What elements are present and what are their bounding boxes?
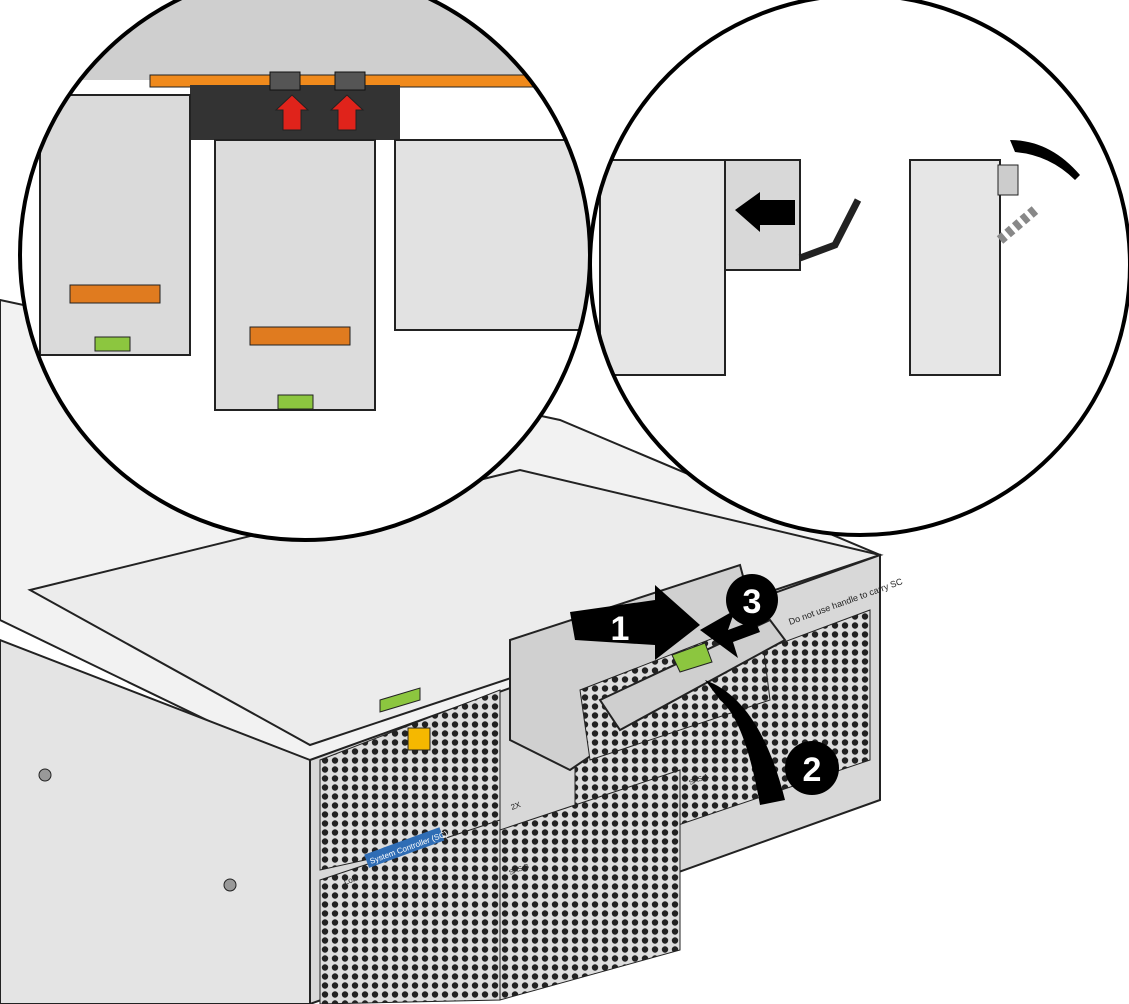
arrow-step-3	[700, 610, 760, 658]
detail-view-connectors	[18, 0, 592, 542]
sc-handle[interactable]	[598, 618, 787, 732]
connector-left	[69, 284, 161, 304]
push-arrow-icon	[735, 192, 795, 232]
step-badge-1: 1	[611, 610, 630, 648]
system-controller-module[interactable]	[509, 563, 787, 772]
power-connector	[407, 727, 431, 751]
connector-sc	[249, 326, 351, 346]
step-2-label: 2	[803, 751, 822, 789]
step-badge-2: 2	[785, 741, 839, 795]
rotate-arrow-icon	[1010, 140, 1080, 180]
arrow-step-2	[705, 680, 785, 805]
server-chassis	[0, 298, 884, 1004]
detail-view-handle-latch	[588, 0, 1129, 537]
arrow-step-1	[570, 585, 700, 660]
step-badge-3: 3	[726, 574, 778, 626]
green-release-tab[interactable]	[671, 642, 713, 673]
step-3-label: 3	[743, 583, 762, 621]
red-arrow-icon	[329, 94, 365, 131]
red-arrow-icon	[274, 94, 310, 131]
green-tab-psu[interactable]	[379, 687, 421, 713]
latch-lever[interactable]	[798, 198, 862, 262]
lift-warning-label: 2X	[510, 800, 523, 812]
step-1-label: 1	[611, 610, 630, 648]
